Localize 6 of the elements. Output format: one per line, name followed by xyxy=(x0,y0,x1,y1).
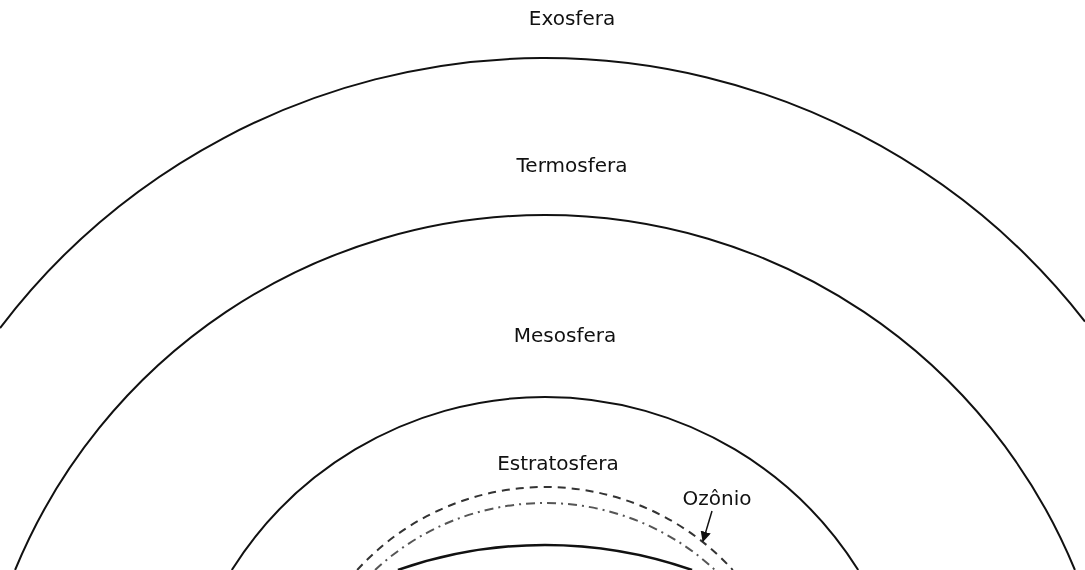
layer-label: Termosfera xyxy=(516,153,628,177)
layer-label: Ozônio xyxy=(682,486,752,510)
layer-label: Mesosfera xyxy=(513,323,617,347)
leader-arrow xyxy=(700,510,713,543)
layer-label: Exosfera xyxy=(528,6,616,30)
layer-label: Estratosfera xyxy=(497,451,619,475)
